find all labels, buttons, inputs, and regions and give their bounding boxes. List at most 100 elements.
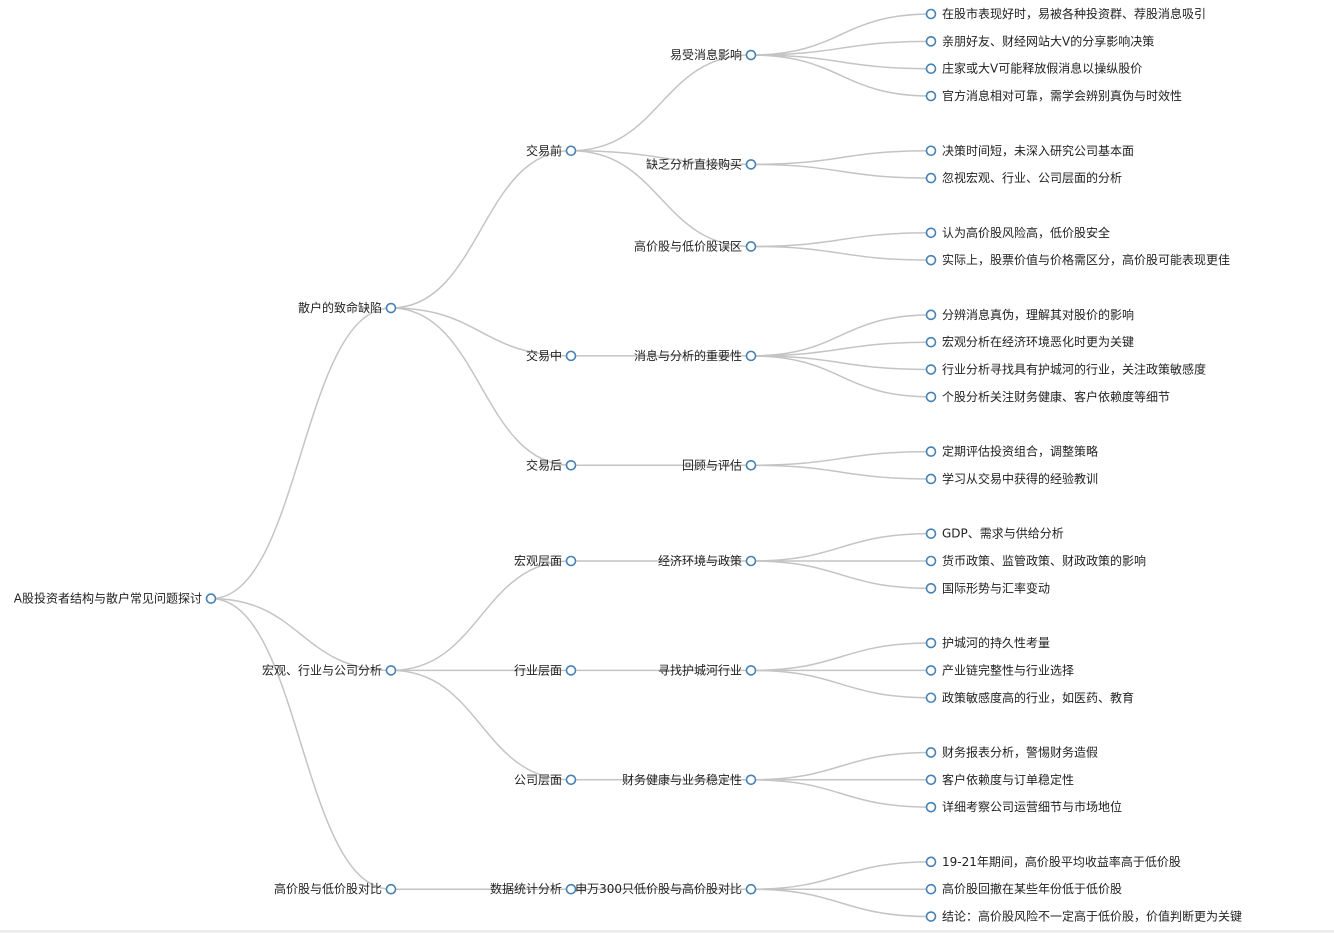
tree-branch-node[interactable]: 缺乏分析直接购买	[646, 156, 757, 171]
tree-branch-node[interactable]: 交易前	[526, 143, 577, 158]
node-toggle-circle[interactable]	[745, 459, 757, 471]
node-label: 财务健康与业务稳定性	[622, 772, 742, 787]
node-toggle-circle[interactable]	[565, 350, 577, 362]
tree-branch-node[interactable]: 回顾与评估	[682, 458, 757, 472]
tree-leaf-node[interactable]: 国际形势与汇率变动	[925, 580, 1051, 595]
node-toggle-circle[interactable]	[745, 774, 757, 786]
node-label: 认为高价股风险高，低价股安全	[942, 225, 1110, 240]
tree-branch-node[interactable]: 公司层面	[514, 773, 577, 787]
tree-leaf-node[interactable]: 决策时间短，未深入研究公司基本面	[925, 143, 1135, 158]
node-toggle-circle[interactable]	[925, 36, 937, 47]
tree-branch-node[interactable]: 寻找护城河行业	[658, 663, 757, 677]
tree-leaf-node[interactable]: GDP、需求与供给分析	[925, 527, 1064, 541]
node-toggle-circle[interactable]	[925, 856, 937, 868]
tree-leaf-node[interactable]: 政策敏感度高的行业，如医药、教育	[925, 690, 1135, 705]
tree-leaf-node[interactable]: 个股分析关注财务健康、客户依赖度等细节	[925, 389, 1171, 404]
tree-leaf-node[interactable]: 19-21年期间，高价股平均收益率高于低价股	[925, 854, 1181, 869]
tree-leaf-node[interactable]: 高价股回撤在某些年份低于低价股	[925, 881, 1123, 896]
tree-leaf-node[interactable]: 庄家或大V可能释放假消息以操纵股价	[925, 61, 1143, 76]
node-toggle-circle[interactable]	[745, 555, 757, 567]
tree-branch-node[interactable]: 高价股与低价股误区	[634, 238, 757, 253]
node-toggle-circle[interactable]	[925, 364, 937, 375]
node-toggle-circle[interactable]	[925, 747, 937, 758]
tree-nodes: 在股市表现好时，易被各种投资群、荐股消息吸引亲朋好友、财经网站大V的分享影响决策…	[14, 6, 1242, 924]
node-toggle-circle[interactable]	[925, 63, 937, 74]
node-toggle-circle[interactable]	[205, 593, 217, 604]
tree-leaf-node[interactable]: 学习从交易中获得的经验教训	[925, 471, 1099, 486]
node-toggle-circle[interactable]	[925, 801, 937, 813]
tree-branch-node[interactable]: 宏观层面	[514, 553, 577, 568]
node-toggle-circle[interactable]	[565, 145, 577, 157]
tree-branch-node[interactable]: 行业层面	[514, 663, 577, 677]
tree-leaf-node[interactable]: 结论：高价股风险不一定高于低价股，价值判断更为关键	[925, 909, 1243, 924]
node-toggle-circle[interactable]	[925, 555, 937, 567]
node-label: 公司层面	[514, 773, 562, 787]
node-toggle-circle[interactable]	[565, 883, 577, 895]
tree-leaf-node[interactable]: 认为高价股风险高，低价股安全	[925, 225, 1111, 240]
node-label: 行业层面	[514, 663, 562, 677]
tree-leaf-node[interactable]: 产业链完整性与行业选择	[925, 662, 1075, 677]
tree-link	[750, 245, 932, 261]
node-toggle-circle[interactable]	[565, 459, 577, 471]
tree-leaf-node[interactable]: 亲朋好友、财经网站大V的分享影响决策	[925, 33, 1155, 48]
node-toggle-circle[interactable]	[925, 665, 937, 676]
tree-leaf-node[interactable]: 详细考察公司运营细节与市场地位	[925, 799, 1123, 814]
node-toggle-circle[interactable]	[745, 665, 757, 676]
tree-branch-node[interactable]: 高价股与低价股对比	[274, 881, 397, 896]
tree-branch-node[interactable]: A股投资者结构与散户常见问题探讨	[14, 591, 217, 606]
node-toggle-circle[interactable]	[925, 145, 937, 157]
node-label: 亲朋好友、财经网站大V的分享影响决策	[942, 33, 1154, 48]
node-toggle-circle[interactable]	[745, 883, 757, 895]
node-toggle-circle[interactable]	[925, 883, 937, 895]
tree-leaf-node[interactable]: 在股市表现好时，易被各种投资群、荐股消息吸引	[925, 6, 1207, 21]
node-toggle-circle[interactable]	[925, 8, 937, 20]
node-toggle-circle[interactable]	[745, 49, 757, 61]
tree-leaf-node[interactable]: 客户依赖度与订单稳定性	[925, 772, 1075, 787]
node-toggle-circle[interactable]	[385, 302, 397, 314]
tree-leaf-node[interactable]: 忽视宏观、行业、公司层面的分析	[925, 170, 1123, 185]
node-toggle-circle[interactable]	[565, 665, 577, 676]
node-toggle-circle[interactable]	[925, 637, 937, 649]
tree-branch-node[interactable]: 财务健康与业务稳定性	[622, 772, 757, 787]
tree-branch-node[interactable]: 交易后	[526, 457, 577, 472]
node-toggle-circle[interactable]	[925, 528, 937, 539]
tree-branch-node[interactable]: 宏观、行业与公司分析	[262, 662, 397, 677]
node-toggle-circle[interactable]	[925, 911, 937, 922]
node-toggle-circle[interactable]	[925, 774, 937, 786]
tree-branch-node[interactable]: 申万300只低价股与高价股对比	[575, 881, 757, 896]
tree-branch-node[interactable]: 交易中	[526, 348, 577, 363]
tree-leaf-node[interactable]: 实际上，股票价值与价格需区分，高价股可能表现更佳	[925, 252, 1231, 267]
node-toggle-circle[interactable]	[925, 336, 937, 348]
node-toggle-circle[interactable]	[565, 774, 577, 786]
tree-branch-node[interactable]: 消息与分析的重要性	[634, 348, 757, 363]
node-toggle-circle[interactable]	[925, 90, 937, 102]
node-toggle-circle[interactable]	[925, 583, 937, 594]
node-toggle-circle[interactable]	[925, 309, 937, 321]
node-label: 护城河的持久性考量	[942, 635, 1050, 650]
tree-leaf-node[interactable]: 宏观分析在经济环境恶化时更为关键	[925, 334, 1135, 349]
node-toggle-circle[interactable]	[925, 473, 937, 485]
node-toggle-circle[interactable]	[385, 883, 397, 895]
tree-branch-node[interactable]: 经济环境与政策	[658, 553, 757, 568]
tree-leaf-node[interactable]: 行业分析寻找具有护城河的行业，关注政策敏感度	[925, 362, 1207, 377]
node-toggle-circle[interactable]	[925, 254, 937, 266]
node-toggle-circle[interactable]	[925, 446, 937, 457]
node-toggle-circle[interactable]	[925, 391, 937, 403]
node-toggle-circle[interactable]	[745, 159, 757, 170]
tree-leaf-node[interactable]: 护城河的持久性考量	[925, 635, 1051, 650]
node-toggle-circle[interactable]	[925, 227, 937, 239]
tree-leaf-node[interactable]: 财务报表分析，警惕财务造假	[925, 744, 1099, 759]
node-toggle-circle[interactable]	[745, 350, 757, 362]
node-toggle-circle[interactable]	[745, 241, 757, 252]
node-toggle-circle[interactable]	[565, 555, 577, 567]
tree-leaf-node[interactable]: 货币政策、监管政策、财政政策的影响	[925, 553, 1147, 568]
tree-leaf-node[interactable]: 定期评估投资组合，调整策略	[925, 444, 1099, 459]
node-toggle-circle[interactable]	[925, 692, 937, 704]
tree-branch-node[interactable]: 易受消息影响	[670, 47, 757, 62]
tree-leaf-node[interactable]: 官方消息相对可靠，需学会辨别真伪与时效性	[925, 88, 1183, 103]
tree-leaf-node[interactable]: 分辨消息真伪，理解其对股价的影响	[925, 307, 1135, 322]
tree-branch-node[interactable]: 散户的致命缺陷	[298, 300, 397, 315]
node-toggle-circle[interactable]	[925, 172, 937, 184]
node-toggle-circle[interactable]	[385, 665, 397, 676]
tree-branch-node[interactable]: 数据统计分析	[490, 881, 577, 896]
